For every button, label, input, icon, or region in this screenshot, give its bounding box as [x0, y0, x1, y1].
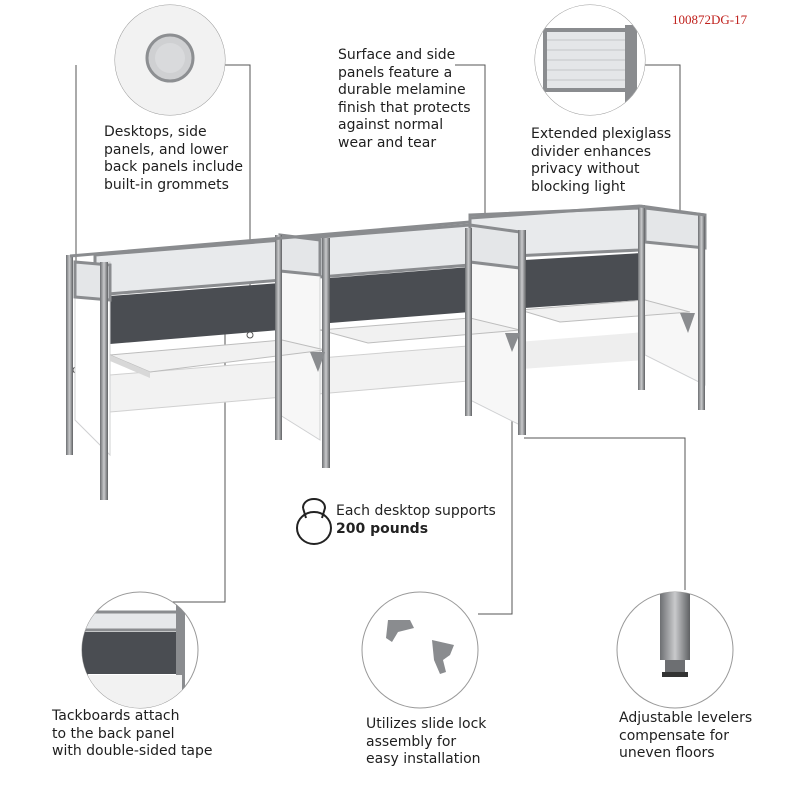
feature-grommets-text: Desktops, side panels, and lower back pa…	[104, 124, 243, 194]
text-line: privacy without	[531, 161, 640, 177]
tackboard-detail-image	[81, 591, 199, 709]
text-line: Extended plexiglass	[531, 126, 672, 142]
text-line: easy installation	[366, 751, 481, 767]
text-line: divider enhances	[531, 143, 652, 160]
text-line: panels, and lower	[104, 141, 229, 158]
text-line: blocking light	[531, 178, 626, 195]
text-line: Tackboards attach	[52, 708, 180, 724]
leveler-detail-image	[616, 591, 734, 709]
text-line: wear and tear	[338, 134, 437, 151]
weight-capacity-text: Each desktop supports 200 pounds	[336, 503, 496, 538]
text-line: back panels include	[104, 159, 244, 175]
text-line: durable melamine	[338, 82, 466, 98]
text-line: compensate for	[619, 727, 729, 744]
text-line: built-in grommets	[104, 176, 229, 193]
feature-tackboards-text: Tackboards attach to the back panel with…	[52, 708, 213, 761]
connector-plexiglass	[637, 64, 681, 230]
workstation-illustration	[66, 204, 707, 500]
feature-plexiglass-text: Extended plexiglass divider enhances pri…	[531, 126, 671, 196]
connector-slide-lock	[478, 338, 513, 615]
kettlebell-icon	[296, 498, 332, 545]
weight-value: 200 pounds	[336, 520, 429, 537]
text-line: finish that protects	[338, 99, 471, 116]
connector-tackboards	[160, 323, 226, 603]
text-line: against normal	[338, 117, 444, 133]
slide-lock-detail-image	[361, 591, 479, 709]
text-line: assembly for	[366, 733, 457, 750]
product-sku: 100872DG-17	[672, 12, 748, 27]
feature-melamine-text: Surface and side panels feature a durabl…	[338, 47, 471, 152]
text-line: Surface and side	[338, 47, 456, 63]
grommet-detail-image	[114, 4, 226, 116]
weight-line: Each desktop supports	[336, 503, 496, 519]
text-line: panels feature a	[338, 64, 453, 81]
connector-levelers	[524, 437, 686, 590]
text-line: uneven floors	[619, 745, 715, 761]
text-line: Adjustable levelers	[619, 710, 753, 726]
text-line: with double-sided tape	[52, 743, 213, 759]
feature-levelers-text: Adjustable levelers compensate for uneve…	[619, 710, 752, 763]
text-line: to the back panel	[52, 725, 175, 742]
text-line: Desktops, side	[104, 124, 207, 140]
feature-slide-lock-text: Utilizes slide lock assembly for easy in…	[366, 716, 486, 769]
plexiglass-detail-image	[534, 4, 646, 116]
text-line: Utilizes slide lock	[366, 716, 487, 732]
